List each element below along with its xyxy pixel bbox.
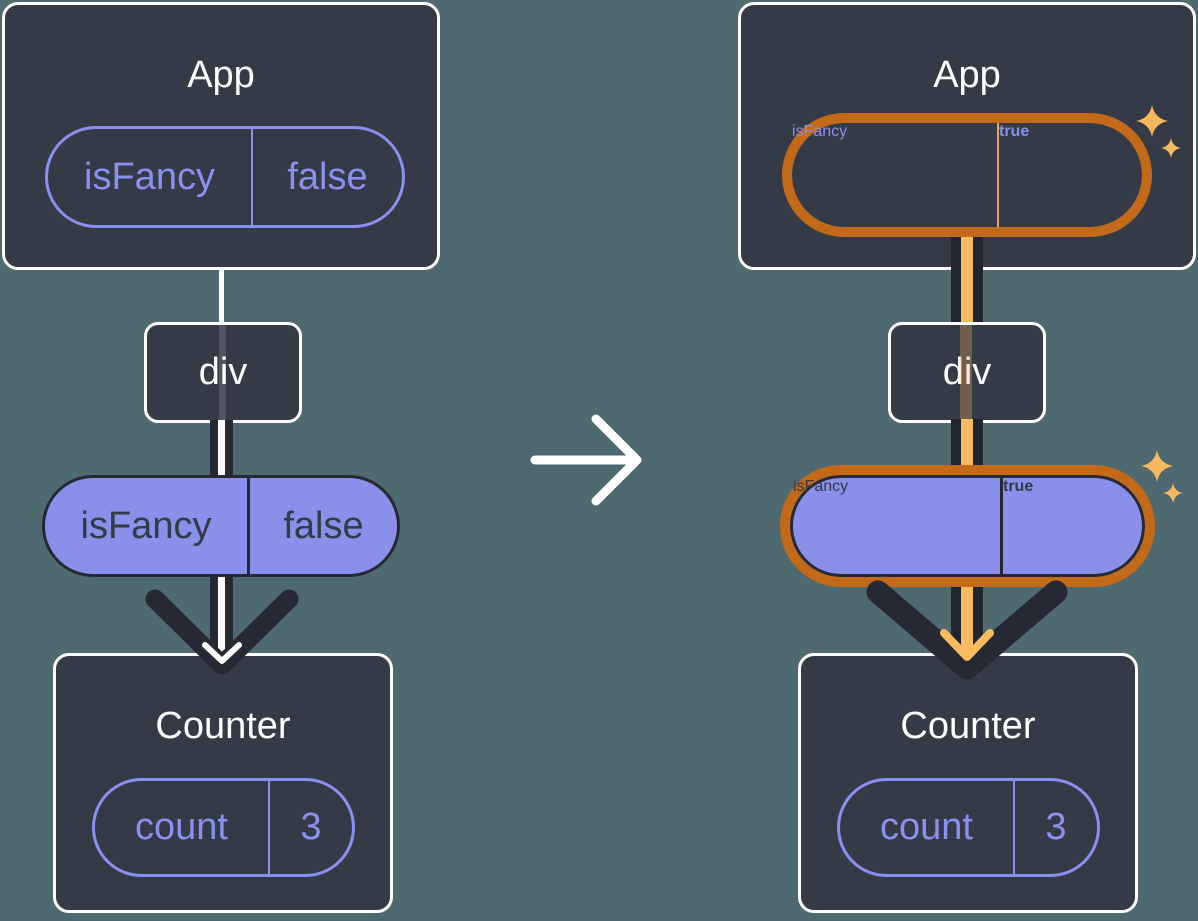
before-prop-value: false	[283, 504, 364, 547]
sparkle-icon	[1141, 450, 1173, 482]
after-prop-pill-highlight-ring: isFancy true	[780, 465, 1155, 587]
before-app-title: App	[187, 54, 255, 96]
after-app-state-pill: isFancy true	[792, 123, 1142, 227]
after-prop-pill: isFancy true	[790, 475, 1145, 577]
after-prop-value: true	[1003, 478, 1034, 495]
after-app-title: App	[933, 54, 1001, 96]
before-div-label: div	[198, 351, 248, 393]
after-div-box: div	[888, 322, 1046, 423]
before-counter-box: Counter count 3	[53, 653, 393, 913]
before-div-line-stripe	[219, 325, 226, 420]
after-counter-state-pill: count 3	[837, 778, 1100, 877]
sparkle-icon	[1163, 483, 1183, 503]
before-prop-name: isFancy	[45, 478, 250, 574]
before-prop-pill: isFancy false	[42, 475, 400, 577]
after-app-state-value: true	[999, 123, 1030, 140]
before-counter-state-pill: count 3	[92, 778, 355, 877]
after-counter-state-name: count	[840, 781, 1015, 874]
before-app-state-value: false	[287, 155, 368, 198]
after-prop-name: isFancy	[793, 478, 1003, 574]
before-app-state-name: isFancy	[48, 129, 253, 225]
after-counter-state-value: 3	[1045, 806, 1067, 848]
before-counter-state-value: 3	[300, 806, 322, 848]
after-flow-line-core-upper	[961, 237, 973, 326]
after-counter-box: Counter count 3	[798, 653, 1138, 913]
after-div-label: div	[942, 351, 992, 393]
before-app-box: App isFancy false	[2, 2, 440, 270]
after-app-state-pill-highlight-ring: isFancy true	[782, 113, 1152, 237]
arrow-right-icon	[530, 414, 642, 506]
before-app-div-connector	[219, 268, 224, 325]
after-counter-title: Counter	[900, 705, 1036, 747]
before-counter-state-name: count	[95, 781, 270, 874]
after-div-line-stripe	[960, 325, 972, 420]
before-div-box: div	[144, 322, 302, 423]
after-app-state-name: isFancy	[792, 123, 999, 227]
before-app-state-pill: isFancy false	[45, 126, 405, 228]
before-counter-title: Counter	[155, 705, 291, 747]
